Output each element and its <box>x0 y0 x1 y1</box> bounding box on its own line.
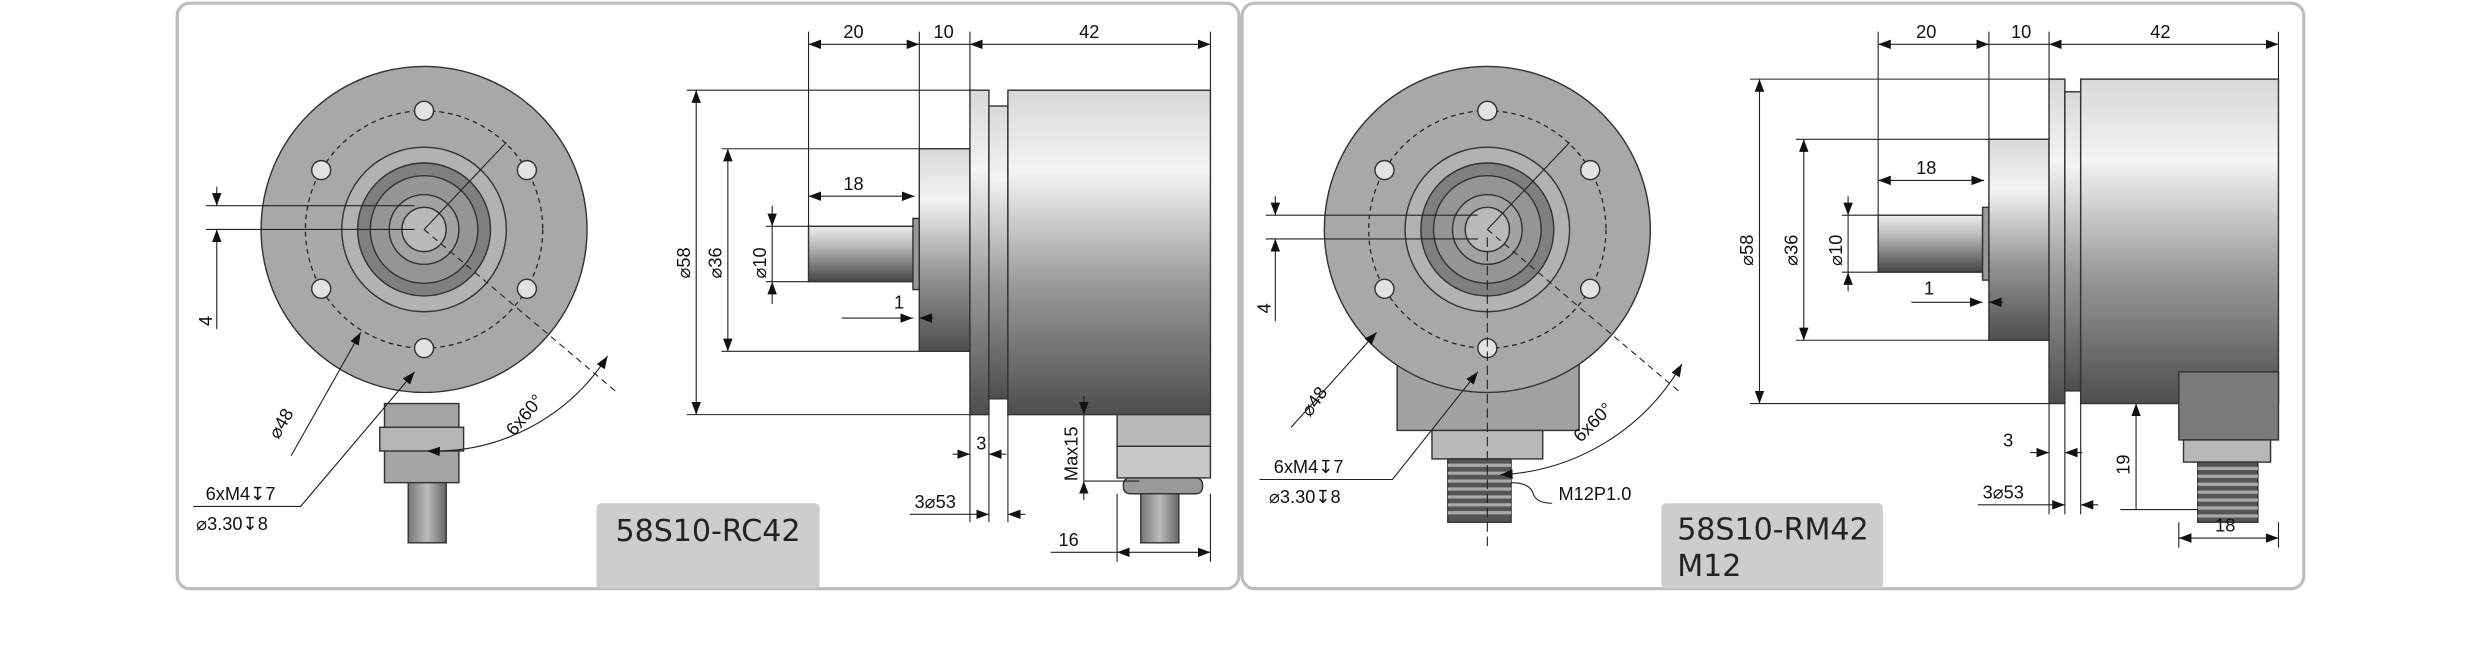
model-label: 58S10-RC42 <box>616 514 801 549</box>
hole-spec: ⌀3.30↧8 <box>1269 487 1341 507</box>
pilot-diameter-dim: ⌀36 <box>706 247 726 278</box>
shaft-diameter-dim: ⌀10 <box>1826 235 1846 266</box>
pilot <box>1988 138 2050 341</box>
flange-thickness-dim: 3 <box>2003 430 2013 450</box>
shoulder-dim: 1 <box>1924 278 1934 298</box>
connector-housing-side <box>2178 371 2280 441</box>
connector-thread-spec: M12P1.0 <box>1559 484 1632 504</box>
pilot-diameter-dim: ⌀36 <box>1781 235 1801 266</box>
gland-max-dim: Max15 <box>1062 426 1082 481</box>
body-diameter-dim: ⌀58 <box>1737 235 1757 266</box>
shaft-fit-length-dim: 18 <box>843 174 863 194</box>
model-label-box: 58S10-RM42 M12 <box>1661 503 1883 589</box>
side-view: 20 10 42 18 ⌀58 ⌀36 ⌀10 1 <box>1737 22 2280 548</box>
shaft-length-dim: 20 <box>843 22 863 42</box>
model-sublabel: M12 <box>1677 549 1741 584</box>
shaft-side <box>807 225 916 283</box>
offset-dim: 4 <box>1255 303 1275 313</box>
flange-thickness-dim: 3 <box>976 433 986 453</box>
shoulder-dim: 1 <box>894 293 904 313</box>
connector-width-dim: 18 <box>2215 516 2235 536</box>
connector-height-dim: 19 <box>2114 455 2134 475</box>
pilot <box>918 148 971 353</box>
shaft-fit-length-dim: 18 <box>1916 158 1936 178</box>
front-view: 4 ⌀48 6x60° 6xM4↧7 ⌀3.30↧8 M12P1.0 <box>1255 65 1683 546</box>
body-length-dim: 42 <box>1079 22 1099 42</box>
flange-spec-dim: 3⌀53 <box>1983 482 2024 502</box>
shaft-diameter-dim: ⌀10 <box>750 247 770 278</box>
thread-spec: 6xM4↧7 <box>1274 457 1344 477</box>
flange-spec-dim: 3⌀53 <box>915 492 956 512</box>
body-diameter-dim: ⌀58 <box>674 247 694 278</box>
pilot-length-dim: 10 <box>934 22 954 42</box>
front-view: 4 ⌀48 6x60° 6xM4↧7 ⌀3.30↧8 <box>193 65 618 544</box>
connector-thread-side <box>2197 461 2259 523</box>
side-view: 20 10 42 18 ⌀58 ⌀36 ⌀10 1 <box>674 22 1212 562</box>
thread-spec: 6xM4↧7 <box>206 484 276 504</box>
shaft-length-dim: 20 <box>1916 22 1936 42</box>
mounting-holes <box>1374 100 1601 359</box>
model-label-box: 58S10-RC42 <box>596 503 820 589</box>
housing <box>2079 78 2280 405</box>
flange-side <box>969 89 990 416</box>
cable <box>407 481 447 544</box>
mounting-holes <box>310 100 538 359</box>
flange-side <box>2048 78 2066 405</box>
gland-width-dim: 16 <box>1059 530 1079 550</box>
body-length-dim: 42 <box>2150 22 2170 42</box>
pilot-length-dim: 10 <box>2011 22 2031 42</box>
offset-dim: 4 <box>196 316 216 326</box>
cable-gland-side <box>1116 413 1212 447</box>
housing <box>1007 89 1212 416</box>
hole-spec: ⌀3.30↧8 <box>196 514 268 534</box>
connector-thread <box>1447 458 1512 523</box>
panel-rm42: 4 ⌀48 6x60° 6xM4↧7 ⌀3.30↧8 M12P1.0 <box>1240 1 2306 591</box>
shaft-side <box>1877 214 1984 273</box>
model-label: 58S10-RM42 <box>1677 513 1868 548</box>
panel-rc42: 4 ⌀48 6x60° 6xM4↧7 ⌀3.30↧8 <box>175 1 1241 591</box>
